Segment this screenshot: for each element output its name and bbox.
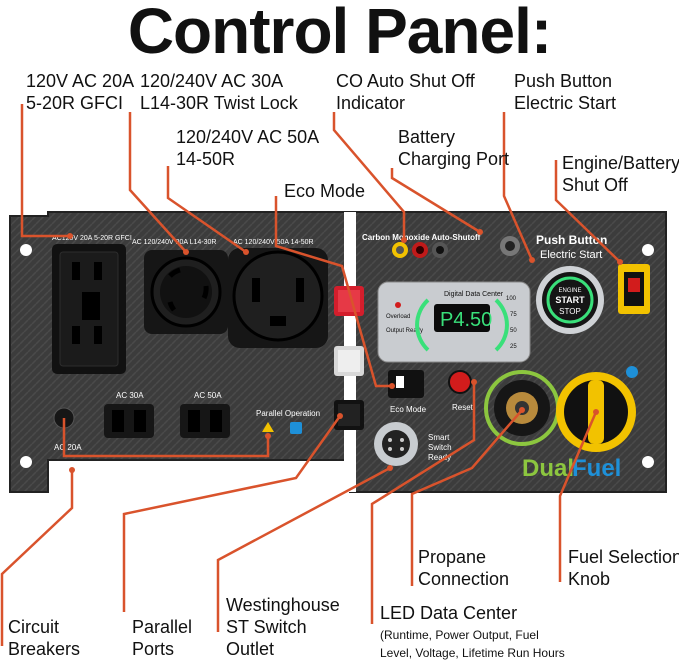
svg-text:Switch: Switch <box>428 443 452 452</box>
callout-led-center: LED Data Center <box>380 603 518 623</box>
data-center-label: Digital Data Center <box>444 291 504 298</box>
callout-eco-mode: Eco Mode <box>284 181 366 201</box>
svg-text:25: 25 <box>510 344 517 350</box>
led-data-center: P4.50 Digital Data Center Overload Outpu… <box>377 281 531 363</box>
callout-battery-port: Battery Charging Port <box>398 127 510 169</box>
parallel-operation-label: Parallel Operation <box>256 409 320 418</box>
callout-st-switch: Westinghouse ST Switch Outlet <box>226 595 340 659</box>
electric-start-label: Electric Start <box>540 249 602 261</box>
callout-50a: 120/240V AC 50A 14-50R <box>176 127 320 169</box>
svg-text:ENGINE: ENGINE <box>558 288 581 294</box>
svg-text:50: 50 <box>510 328 517 334</box>
callout-parallel-ports: Parallel Ports <box>132 617 193 659</box>
callout-push-start: Push Button Electric Start <box>514 71 617 113</box>
battery-charging-port[interactable] <box>500 236 520 256</box>
co-indicator <box>392 242 448 258</box>
smart-switch-label: Smart <box>428 433 450 442</box>
label-ac30: AC 30A <box>116 391 144 400</box>
callout-20a: 120V AC 20A 5-20R GFCI <box>26 71 135 113</box>
callout-lines <box>0 104 623 646</box>
fuel-icon <box>626 366 638 378</box>
twist-lock-outlet-30a[interactable] <box>144 250 228 334</box>
svg-text:Ready: Ready <box>428 453 451 462</box>
push-button-label: Push Button <box>536 233 607 247</box>
callout-30a: 120/240V AC 30A L14-30R Twist Lock <box>140 71 298 113</box>
callout-led-center-details: (Runtime, Power Output, Fuel Level, Volt… <box>380 628 565 660</box>
output-ready-label: Output Ready <box>386 328 423 334</box>
label-50a: AC 120/240V 50A 14-50R <box>233 239 314 246</box>
label-30a: AC 120/240V 30A L14-30R <box>132 239 216 246</box>
manual-icon <box>290 422 302 434</box>
outlet-50a[interactable] <box>228 248 328 348</box>
engine-shutoff-switch[interactable] <box>618 264 650 314</box>
label-ac50: AC 50A <box>194 391 222 400</box>
callout-propane: Propane Connection <box>418 547 510 589</box>
co-label: Carbon Monoxide Auto-Shutoff <box>362 233 481 242</box>
data-readout: P4.50 <box>440 309 492 331</box>
svg-text:100: 100 <box>506 296 517 302</box>
callout-fuel-knob: Fuel Selection Knob <box>568 547 679 589</box>
svg-text:STOP: STOP <box>559 307 581 316</box>
label-ac20: AC 20A <box>54 443 82 452</box>
reset-button[interactable] <box>448 370 472 394</box>
eco-mode-switch[interactable] <box>388 370 424 398</box>
callout-engine-shutoff: Engine/Battery Shut Off <box>562 153 679 195</box>
overload-label: Overload <box>386 314 410 320</box>
label-20a: AC120V 20A 5-20R GFCI <box>52 235 132 242</box>
callout-co-shutoff: CO Auto Shut Off Indicator <box>336 71 475 113</box>
push-button-start[interactable]: ENGINE START STOP <box>536 266 604 334</box>
page-title: Control Panel: <box>127 0 552 67</box>
eco-mode-label: Eco Mode <box>390 405 427 414</box>
svg-text:START: START <box>555 295 585 305</box>
svg-text:75: 75 <box>510 312 517 318</box>
fuel-label: Fuel <box>572 455 621 482</box>
parallel-ports[interactable] <box>334 286 364 430</box>
gfci-outlet-20a[interactable] <box>52 244 126 374</box>
callout-circuit-breakers: Circuit Breakers <box>8 617 81 659</box>
dual-label: Dual <box>522 455 574 482</box>
warning-icon <box>262 422 274 432</box>
smart-switch-outlet[interactable] <box>374 422 418 466</box>
reset-label: Reset <box>452 403 474 412</box>
